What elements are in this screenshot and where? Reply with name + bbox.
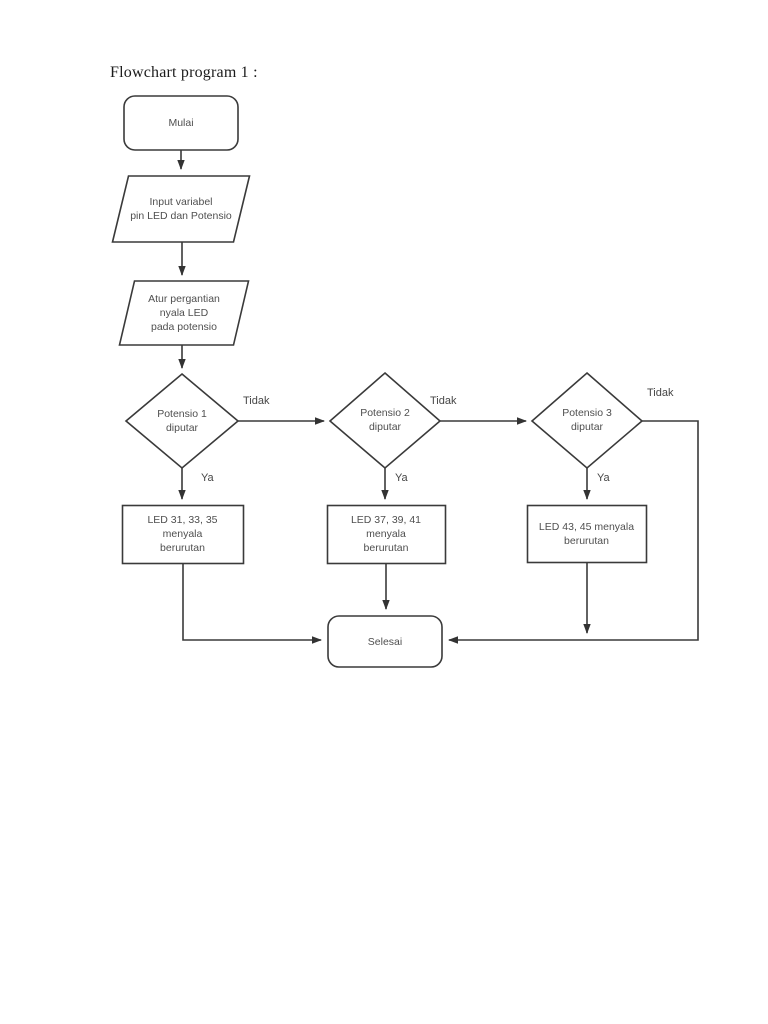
decision3-diamond-shape (530, 371, 644, 470)
decision2-diamond-shape (328, 371, 442, 470)
led3-process-shape (526, 504, 648, 564)
page-title: Flowchart program 1 : (110, 64, 258, 81)
decision1-diamond-shape (124, 372, 240, 470)
led1-process-shape (121, 504, 245, 565)
led2-process-shape (326, 504, 447, 565)
input-parallelogram-shape (111, 175, 251, 243)
start-terminator-shape (123, 95, 239, 151)
edge-decision3-no-to-end (448, 420, 699, 644)
edge-led1-to-end (182, 563, 322, 644)
setup-parallelogram-shape (118, 280, 250, 346)
end-terminator-shape (327, 615, 443, 668)
